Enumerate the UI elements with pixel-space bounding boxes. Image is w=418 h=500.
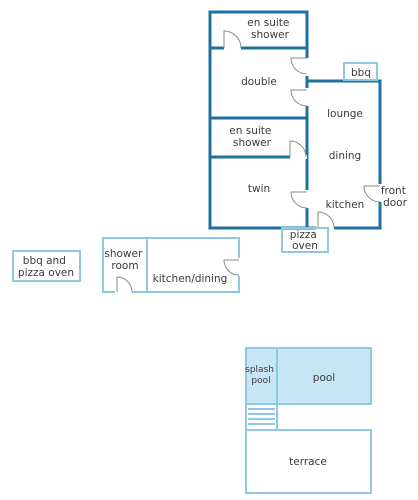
pool-steps-box	[245, 403, 278, 431]
pizza-oven-box	[281, 227, 329, 253]
pool-area	[245, 347, 372, 494]
front-door-swing	[363, 185, 381, 203]
label-pool: pool	[313, 372, 335, 384]
label-pizza-oven: pizza oven	[290, 229, 320, 252]
label-dining: dining	[329, 150, 361, 162]
label-shower-room: shower room	[104, 248, 145, 272]
label-twin: twin	[248, 183, 270, 195]
label-en-suite-shower-2: en suite shower	[229, 125, 274, 149]
label-lounge: lounge	[327, 108, 363, 120]
label-front-door: front door	[381, 185, 409, 209]
door-double-corridor	[290, 57, 308, 75]
label-kitchen: kitchen	[326, 199, 365, 211]
label-bbq: bbq	[351, 67, 371, 79]
room-labels: en suite shower double bbq lounge en sui…	[18, 17, 409, 468]
pool-fill	[245, 347, 372, 405]
door-en-suite-2	[289, 140, 307, 158]
label-bbq-and-pizza-oven: bbq and pizza oven	[18, 255, 74, 279]
door-en-suite-1	[223, 30, 242, 49]
label-en-suite-shower-1: en suite shower	[247, 17, 292, 41]
label-kitchen-dining: kitchen/dining	[153, 273, 228, 285]
label-splash-pool: splash pool	[245, 365, 277, 386]
bedroom-wing-outline	[208, 10, 309, 230]
door-twin	[290, 191, 308, 209]
annex	[102, 237, 241, 294]
terrace-outline	[245, 429, 372, 494]
door-kitchen-dining	[223, 259, 240, 276]
door-shower-room	[116, 276, 133, 293]
main-house	[208, 10, 382, 253]
bbq-box	[343, 62, 378, 81]
bbq-pizza-oven-box	[12, 250, 81, 282]
label-terrace: terrace	[289, 456, 327, 468]
door-kitchen-terrace	[317, 211, 335, 229]
door-double-lounge	[290, 89, 308, 107]
label-double: double	[241, 76, 277, 88]
